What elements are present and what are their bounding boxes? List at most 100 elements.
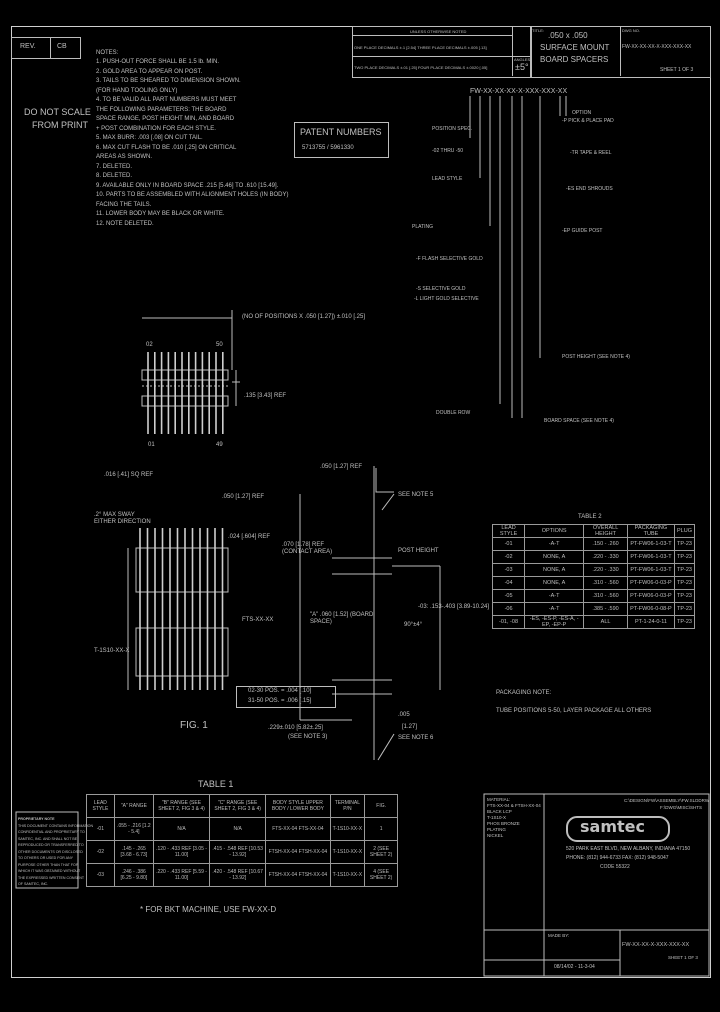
table-header-cell: LEAD STYLE [491, 524, 526, 538]
bottom-dwg: FW-XX-XX-X-XXX-XXX-XX [622, 942, 690, 948]
table-cell: -02 [491, 550, 526, 564]
do-not-scale-1: DO NOT SCALE [24, 107, 91, 117]
dim-050b: .050 [1.27] REF [320, 464, 363, 470]
table-cell: .385 - .590 [583, 602, 628, 616]
sheet-top: SHEET 1 OF 3 [660, 67, 694, 73]
bottom-sheet: SHEET 1 OF 3 [668, 955, 698, 960]
note-line: 1. PUSH-OUT FORCE SHALL BE 1.5 lb. MIN. [96, 59, 220, 65]
table-1: LEAD STYLE"A" RANGE"B" RANGE (SEE SHEET … [86, 794, 398, 887]
table-cell: -06 [491, 602, 526, 616]
table-row: -02.145 - .265 [3.68 - 6.73].120 - .433 … [86, 840, 398, 864]
table-row: -03.246 - .386 [6.25 - 9.80].220 - .433 … [86, 863, 398, 887]
title-line-3: BOARD SPACERS [540, 55, 609, 64]
table2-title: TABLE 2 [578, 514, 602, 520]
dim-024: .024 [.604] REF [228, 534, 271, 540]
pos-02: 02 [146, 342, 153, 348]
table-cell: .220 - .330 [583, 550, 628, 564]
coplanarity-a: 02-30 POS. = .004 [.10] [248, 688, 312, 694]
table-header-cell: LEAD STYLE [86, 794, 115, 818]
table-cell: .120 - .433 REF [3.05 - 11.00] [152, 840, 211, 864]
coplanarity-b: 31-50 POS. = .006 [.15] [248, 698, 312, 704]
material-line: FTS-XX-04 & FTSH-XX-04 [487, 803, 541, 808]
table-header-cell: OVERALL HEIGHT [583, 524, 628, 538]
callout: LEAD STYLE [432, 176, 463, 182]
table-cell: NONE, A [524, 550, 585, 564]
pos-50: 50 [216, 342, 223, 348]
callout: -L LIGHT GOLD SELECTIVE [414, 296, 479, 302]
proprietary-line: OTHER DOCUMENTS OR DISCLOSED [18, 849, 83, 854]
table-cell: N/A [209, 817, 267, 841]
patent-numbers: 5713755 / 5961330 [302, 145, 354, 151]
table-cell: .055 - .216 [1.2 - 5.4] [113, 817, 154, 841]
tol-row1: ONE PLACE DECIMALS ±.1 [2.54] THREE PLAC… [354, 45, 487, 50]
tolerance-block [352, 26, 532, 78]
callout: -P PICK & PLACE PAD [562, 118, 614, 124]
note-line: 11. LOWER BODY MAY BE BLACK OR WHITE. [96, 211, 225, 217]
table1-title: TABLE 1 [198, 779, 234, 789]
table-cell: -01 [491, 537, 526, 551]
material-header: MATERIAL: [487, 797, 511, 802]
dim-135: .135 [3.43] REF [244, 393, 287, 399]
table-cell: FTS-XX-04 FTS-XX-04 [265, 817, 331, 841]
table-cell: TP-23 [673, 537, 696, 551]
table-header-cell: "B" RANGE (SEE SHEET 2, FIG 3 & 4) [152, 794, 211, 818]
board-space: "A" .060 [1.52] (BOARD SPACE) [310, 612, 374, 625]
callout: -S SELECTIVE GOLD [416, 286, 466, 292]
proprietary-line: REPRODUCED OR TRANSFERRED TO [18, 843, 84, 847]
note-line: 2. GOLD AREA TO APPEAR ON POST. [96, 68, 203, 75]
dim-229: .229±.010 [5.82±.25] [268, 725, 323, 731]
pos-49: 49 [216, 442, 223, 448]
table-cell: ALL [583, 615, 628, 629]
callout: PLATING [412, 224, 434, 230]
table-cell: TP-23 [673, 589, 696, 603]
file-info-1: C:\DESIGN\FW\ASSEMBLY\FW.SLDDRW [624, 798, 710, 803]
callout: -EP GUIDE POST [562, 228, 603, 234]
table-header-cell: "C" RANGE (SEE SHEET 2, FIG 3 & 4) [209, 794, 267, 818]
table-cell: -A-T [524, 602, 585, 616]
note-line: 5. MAX BURR: .003 [.08] ON CUT TAIL. [96, 135, 203, 141]
rev-value: CB [57, 43, 67, 50]
dim-positions: (NO OF POSITIONS X .050 [1.27]) ±.010 [.… [242, 314, 366, 320]
table-cell: -02 [86, 840, 115, 864]
table-cell: 1 [364, 817, 398, 841]
address-1: 520 PARK EAST BLVD, NEW ALBANY, INDIANA … [566, 846, 691, 852]
callout: POSITION SPEC. [432, 126, 473, 132]
table-cell: PT-FW06-1-03-T [626, 550, 675, 564]
patent-title: PATENT NUMBERS [300, 127, 382, 137]
tol-row2: TWO PLACE DECIMALS ±.01 [.25] FOUR PLACE… [354, 65, 488, 70]
callout: -TR TAPE & REEL [570, 150, 612, 156]
packaging-note-title: PACKAGING NOTE: [496, 690, 552, 696]
callout: DOUBLE ROW [436, 410, 471, 416]
table-cell: T-1S10-XX-X [329, 840, 366, 864]
file-info-2: F:\DWG\MISC\SHTS [660, 805, 702, 810]
table-cell: -03 [491, 563, 526, 577]
table-cell: T-1S10-XX-X [329, 863, 366, 887]
table-header-cell: "A" RANGE [113, 794, 154, 818]
table-cell: .310 - .560 [583, 576, 628, 590]
table-header-cell: FIG. [364, 794, 398, 818]
angles-label: ANGLES [514, 57, 531, 62]
rev-label: REV. [20, 43, 36, 50]
table-header-cell: PACKAGING TUBE [626, 524, 675, 538]
table-cell: .310 - .560 [583, 589, 628, 603]
fts-label: FTS-XX-XX [242, 617, 274, 623]
do-not-scale-2: FROM PRINT [32, 120, 88, 130]
table-cell: TP-23 [673, 615, 696, 629]
table-cell: .150 - .260 [583, 537, 628, 551]
table-cell: -03 [86, 863, 115, 887]
samtec-logo [566, 816, 670, 842]
table-cell: TP-23 [673, 576, 696, 590]
tol-header: UNLESS OTHERWISE NOTED [410, 29, 467, 34]
dwg-no: FW-XX-XX-XX-X-XXX-XXX-XX [622, 44, 692, 50]
table-cell: -04 [491, 576, 526, 590]
callout: BOARD SPACE (SEE NOTE 4) [544, 418, 614, 424]
post-height-label: POST HEIGHT [398, 548, 439, 554]
footnote: * FOR BKT MACHINE, USE FW-XX-D [140, 905, 277, 914]
proprietary-line: THIS DOCUMENT CONTAINS INFORMATION [18, 823, 94, 828]
callout: -ES END SHROUDS [566, 186, 613, 192]
